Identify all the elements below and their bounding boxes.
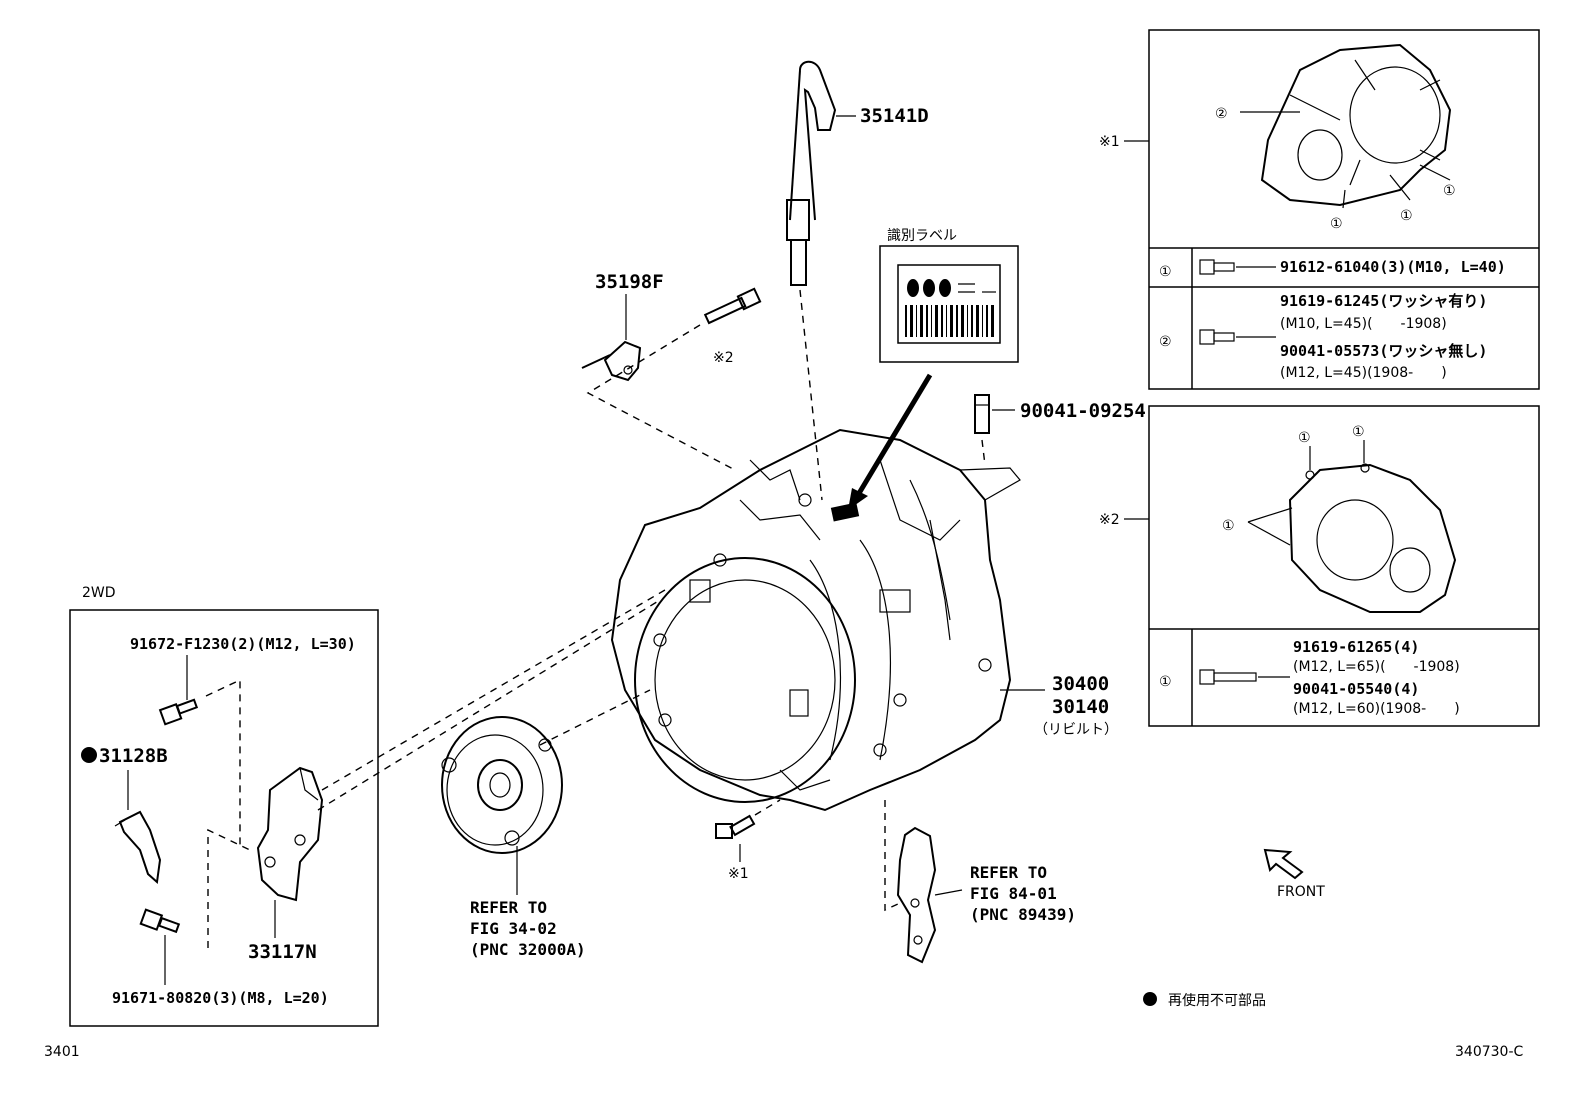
transmission-assembly[interactable] bbox=[610, 428, 1021, 812]
label-30400[interactable]: 30400 bbox=[1052, 673, 1109, 695]
box1-callout-1c: ① bbox=[1330, 216, 1343, 232]
label-35141d[interactable]: 35141D bbox=[860, 105, 929, 127]
footer-figure-id: 340730-C bbox=[1455, 1044, 1523, 1060]
box1-row2-part-b[interactable]: 90041-05573(ワッシャ無し) bbox=[1280, 342, 1487, 360]
box1 bbox=[1148, 29, 1540, 390]
front-label: FRONT bbox=[1277, 884, 1325, 900]
bolt-k1[interactable] bbox=[715, 814, 756, 839]
svg-text:REFER TO: REFER TO bbox=[470, 898, 547, 917]
id-label-title: 識別ラベル bbox=[887, 228, 957, 244]
box2 bbox=[1148, 405, 1540, 727]
bracket-89439[interactable] bbox=[896, 826, 937, 964]
bolt-k2[interactable] bbox=[703, 287, 762, 325]
label-31128b[interactable]: 31128B bbox=[99, 745, 168, 767]
box2-row1-part-a[interactable]: 91619-61265(4) bbox=[1293, 638, 1419, 656]
legend-dot-icon bbox=[1143, 992, 1157, 1006]
bolt-icon bbox=[1199, 329, 1235, 345]
non-reusable-dot-icon bbox=[81, 747, 97, 763]
svg-text:FIG 34-02: FIG 34-02 bbox=[470, 919, 557, 938]
box1-row2-spec-b: (M12, L=45)(1908- ) bbox=[1280, 365, 1447, 381]
front-arrow-icon bbox=[1263, 848, 1304, 880]
box1-callout-2: ② bbox=[1215, 106, 1228, 122]
ref-bracket[interactable]: REFER TO FIG 84-01 (PNC 89439) bbox=[970, 863, 1076, 924]
mark-k1-bolt: ※1 bbox=[728, 866, 749, 882]
gasket-31128b[interactable] bbox=[114, 810, 162, 884]
long-bolt-icon bbox=[1199, 669, 1257, 685]
footer-page-id: 3401 bbox=[44, 1044, 80, 1060]
section-2wd-title: 2WD bbox=[82, 585, 116, 601]
svg-text:REFER TO: REFER TO bbox=[970, 863, 1047, 882]
box2-callout-1b: ① bbox=[1352, 424, 1365, 440]
label-30140[interactable]: 30140 bbox=[1052, 696, 1109, 718]
bellhousing-case-k1[interactable] bbox=[1260, 43, 1452, 207]
label-90041-09254[interactable]: 90041-09254 bbox=[1020, 400, 1146, 422]
box2-row1-part-b[interactable]: 90041-05540(4) bbox=[1293, 680, 1419, 698]
transmission-case-k2[interactable] bbox=[1288, 463, 1457, 613]
box1-row2-spec-a: (M10, L=45)( -1908) bbox=[1280, 316, 1447, 332]
box2-callout-1c: ① bbox=[1222, 518, 1235, 534]
svg-text:(PNC 89439): (PNC 89439) bbox=[970, 905, 1076, 924]
pin-90041-09254[interactable] bbox=[974, 394, 990, 434]
torque-converter[interactable] bbox=[441, 716, 563, 854]
box1-row1-num: ① bbox=[1159, 264, 1172, 280]
label-91672[interactable]: 91672-F1230(2)(M12, L=30) bbox=[130, 635, 356, 653]
section-2wd-box bbox=[69, 609, 379, 1027]
box2-row1-num: ① bbox=[1159, 674, 1172, 690]
barcode-icon bbox=[905, 305, 994, 337]
box1-mark: ※1 bbox=[1099, 134, 1120, 150]
box2-callout-1a: ① bbox=[1298, 430, 1311, 446]
label-rebuilt: （リビルト） bbox=[1034, 722, 1118, 738]
box2-row1-spec-a: (M12, L=65)( -1908) bbox=[1293, 659, 1460, 675]
label-33117n[interactable]: 33117N bbox=[248, 941, 317, 963]
label-35198f[interactable]: 35198F bbox=[595, 271, 664, 293]
breather-hose[interactable] bbox=[786, 60, 837, 501]
label-91671[interactable]: 91671-80820(3)(M8, L=20) bbox=[112, 989, 329, 1007]
bracket-33117n[interactable] bbox=[256, 766, 324, 902]
box2-mark: ※2 bbox=[1099, 512, 1120, 528]
legend-text: 再使用不可部品 bbox=[1168, 992, 1266, 1009]
clamp-35198f[interactable] bbox=[581, 340, 642, 382]
id-label-box bbox=[879, 245, 1019, 363]
box1-row2-part-a[interactable]: 91619-61245(ワッシャ有り) bbox=[1280, 292, 1487, 310]
ref-torque-converter[interactable]: REFER TO FIG 34-02 (PNC 32000A) bbox=[470, 898, 586, 959]
bolt-91672[interactable] bbox=[158, 698, 199, 726]
box1-row2-num: ② bbox=[1159, 334, 1172, 350]
bolt-91671[interactable] bbox=[139, 908, 181, 934]
box2-row1-spec-b: (M12, L=60)(1908- ) bbox=[1293, 701, 1460, 717]
bolt-icon bbox=[1199, 259, 1235, 275]
box1-row1-part[interactable]: 91612-61040(3)(M10, L=40) bbox=[1280, 258, 1506, 276]
mark-k2-bolt: ※2 bbox=[713, 350, 734, 366]
svg-text:FIG 84-01: FIG 84-01 bbox=[970, 884, 1057, 903]
box1-callout-1a: ① bbox=[1443, 183, 1456, 199]
svg-text:(PNC 32000A): (PNC 32000A) bbox=[470, 940, 586, 959]
box1-callout-1b: ① bbox=[1400, 208, 1413, 224]
